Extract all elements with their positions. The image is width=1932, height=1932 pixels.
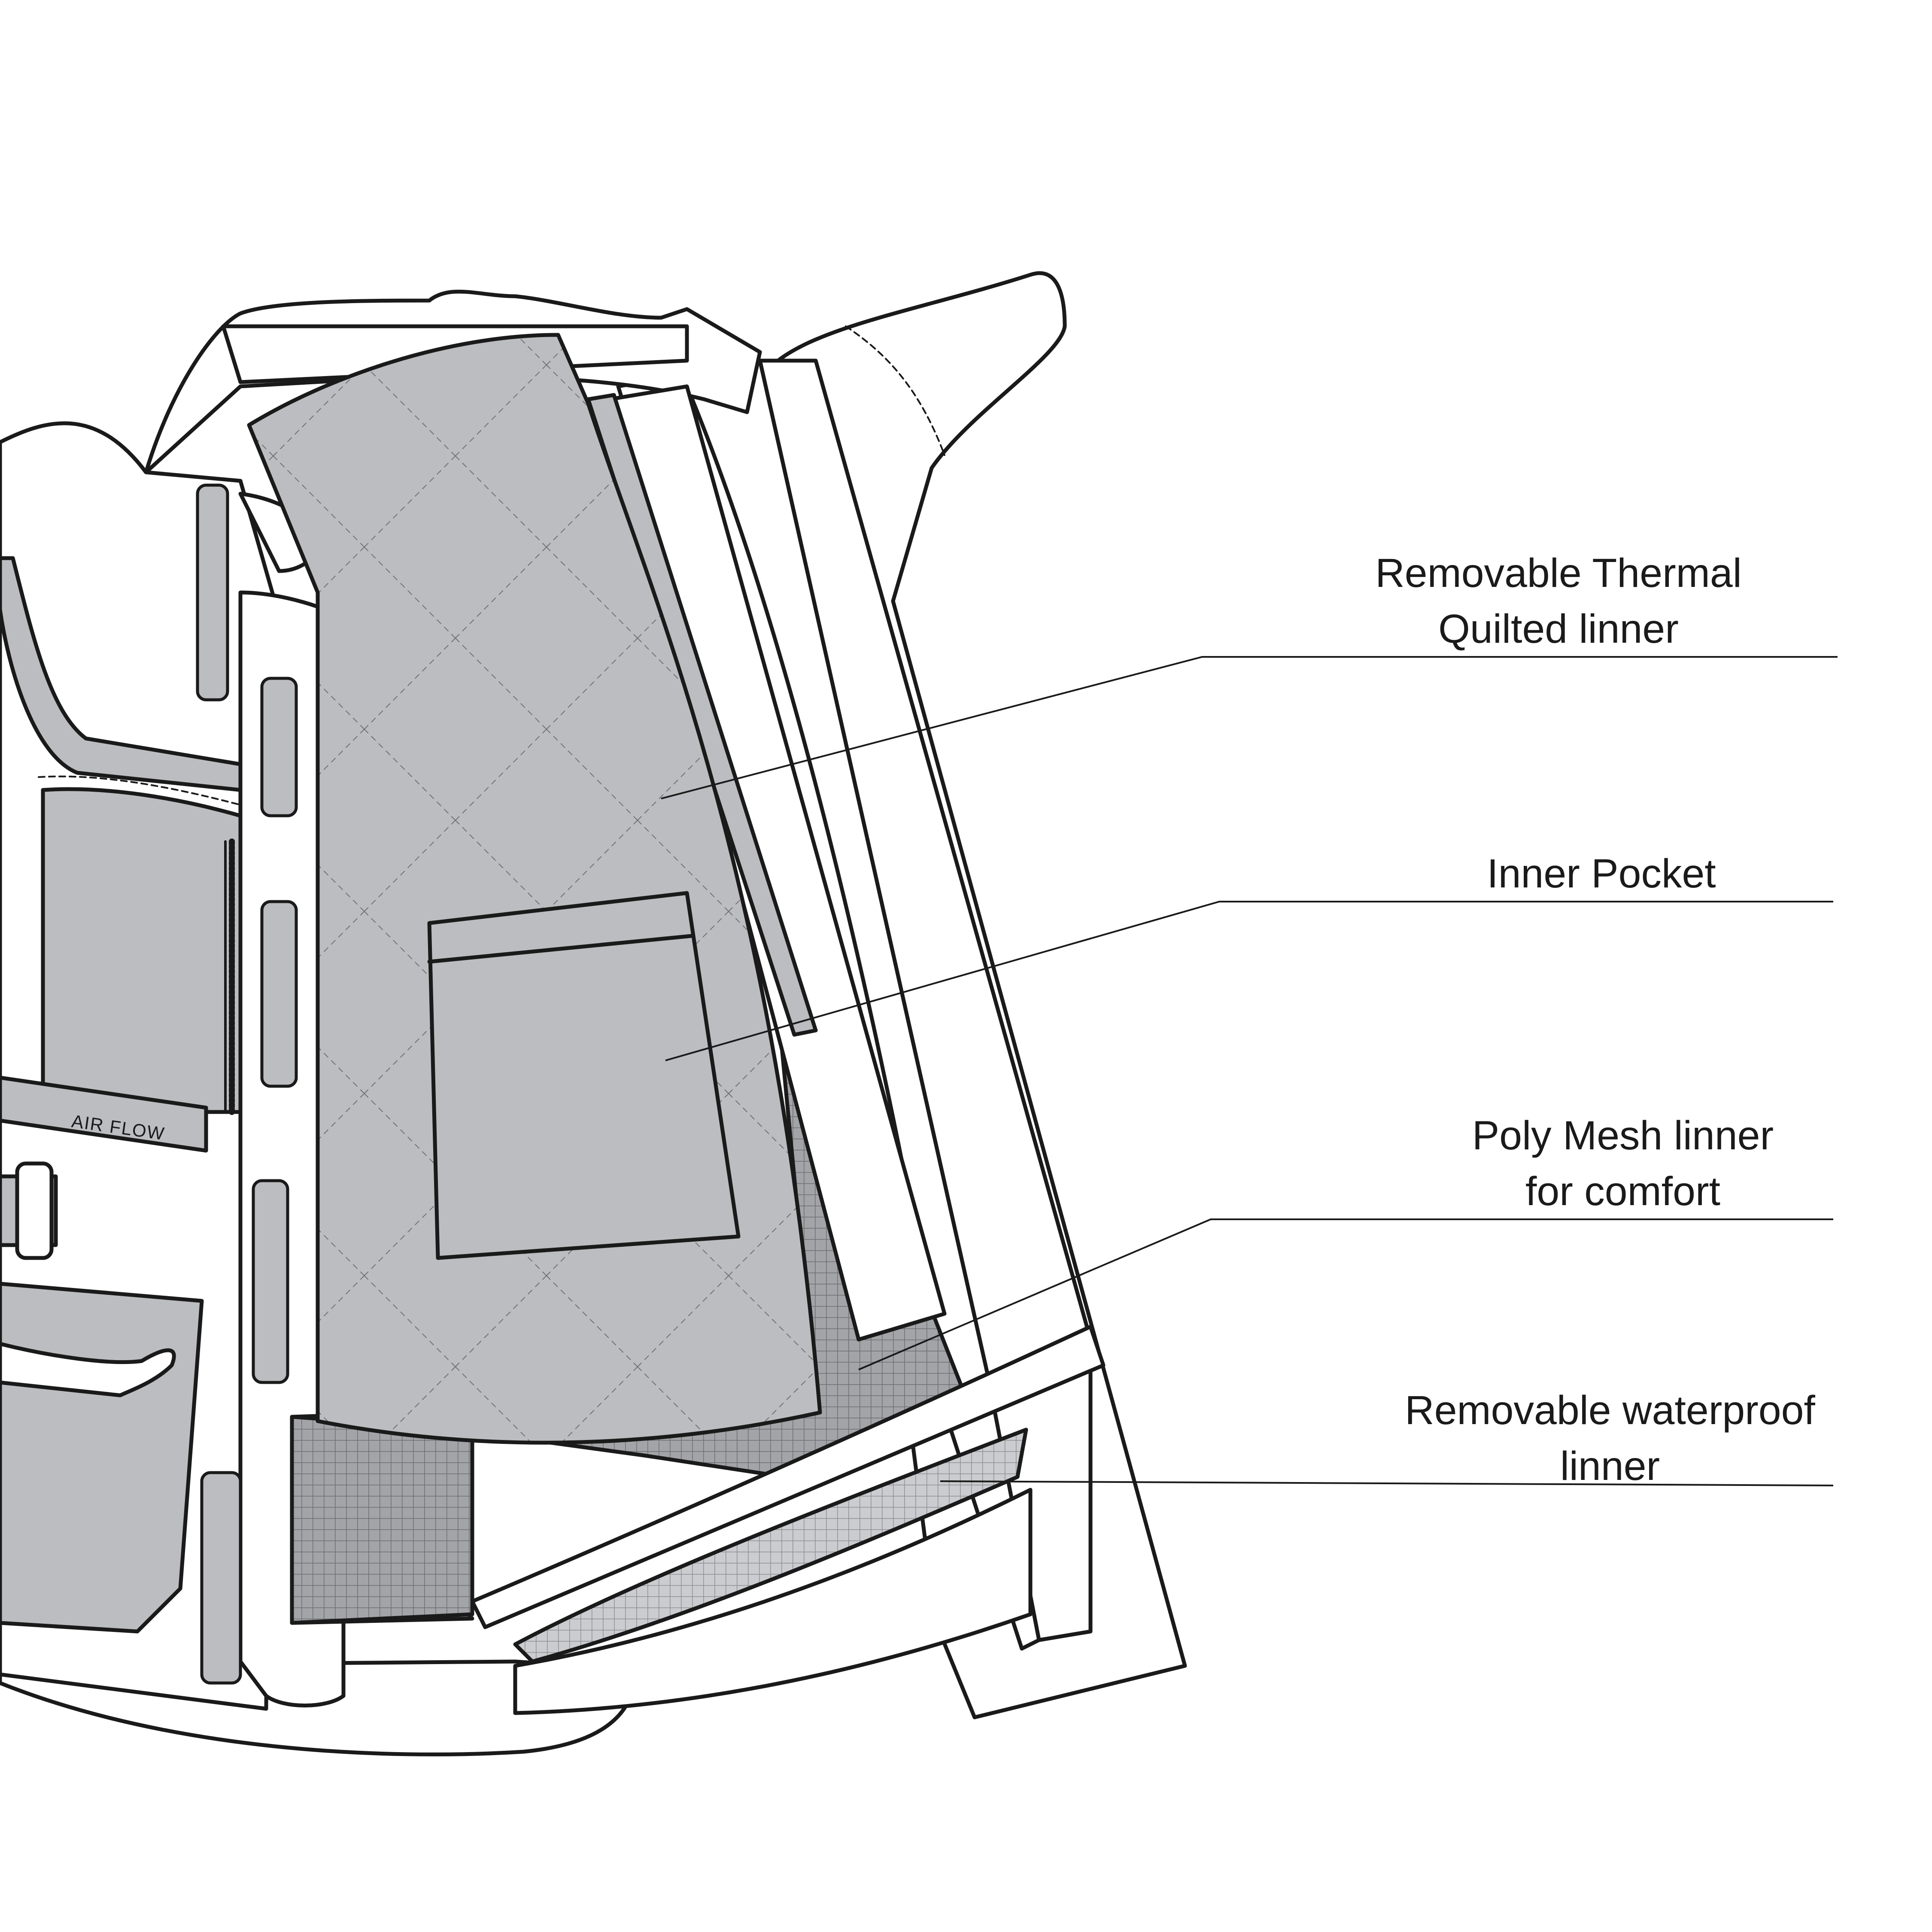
callout-thermal-line2: Quilted linner — [1438, 606, 1679, 652]
callout-pocket-line1: Inner Pocket — [1487, 851, 1716, 896]
air-flow-tab — [0, 1075, 208, 1153]
leader-waterproof — [940, 1480, 1834, 1486]
sleeve-stitch — [845, 325, 945, 456]
inner-zip-track — [586, 393, 818, 1037]
waterproof-liner-band — [470, 1324, 1106, 1629]
callout-mesh-line1: Poly Mesh linner — [1472, 1113, 1774, 1158]
inner-pocket-opening — [427, 934, 693, 964]
waterproof-liner — [513, 1428, 1028, 1664]
leader-pocket — [665, 901, 1833, 1061]
callout-waterproof-line2: linner — [1560, 1443, 1660, 1489]
callout-thermal-line1: Removable Thermal — [1375, 550, 1742, 596]
callout-mesh-line2: for comfort — [1525, 1169, 1720, 1214]
chest-vent-panel — [41, 787, 243, 1114]
callout-inner-pocket: Inner Pocket — [1451, 846, 1752, 902]
leader-thermal — [661, 656, 1838, 799]
cargo-pocket-flap — [0, 1342, 176, 1397]
facing-tabs — [196, 483, 298, 1685]
leader-lines — [661, 656, 1838, 1486]
callout-poly-mesh: Poly Mesh linner for comfort — [1451, 1108, 1795, 1219]
facing-tab — [260, 677, 298, 817]
inner-pocket — [427, 891, 741, 1260]
facing-tab — [196, 483, 229, 702]
hem-outer-curve — [513, 1488, 1033, 1715]
facing-tab — [252, 1179, 289, 1384]
cargo-pocket — [0, 1282, 204, 1634]
leader-mesh — [858, 1218, 1833, 1370]
callout-waterproof-liner: Removable waterproof linner — [1395, 1382, 1825, 1494]
buckle-icon — [15, 1161, 54, 1260]
vent-stitch — [38, 775, 250, 808]
facing-tab — [260, 900, 298, 1088]
facing-tab — [200, 1471, 242, 1685]
mesh-liner-lower — [290, 1415, 474, 1625]
callout-waterproof-line1: Removable waterproof — [1405, 1388, 1815, 1433]
callout-thermal-liner: Removable Thermal Quilted linner — [1365, 545, 1752, 657]
